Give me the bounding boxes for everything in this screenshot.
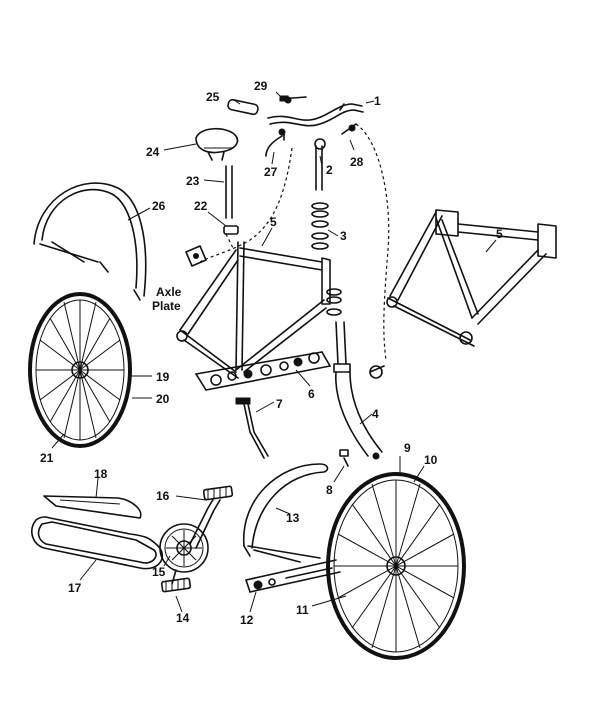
pedal-right [202,485,234,501]
rear-brake-caliper [185,245,207,267]
seat-clamp [223,225,239,235]
label-1: 1 [374,94,381,108]
handlebar-grip [227,98,259,116]
main-frame [176,241,331,379]
axle-plate-label-line1: Axle [156,285,182,299]
label-21: 21 [40,451,54,465]
label-26: 26 [152,199,166,213]
label-5-main: 5 [270,215,277,229]
label-23: 23 [186,174,200,188]
label-20: 20 [156,392,170,406]
front-fork [333,321,383,460]
label-8: 8 [326,483,333,497]
pedal-left [160,569,192,593]
front-brake-caliper [369,365,385,379]
fender-bracket [339,449,349,467]
seat-post [225,165,233,219]
front-fender [243,463,329,563]
label-17: 17 [68,581,82,595]
label-14: 14 [176,611,190,625]
shifter [341,123,390,361]
label-19: 19 [156,370,170,384]
label-16: 16 [156,489,170,503]
label-12: 12 [240,613,254,627]
chain [31,516,164,570]
chain-guard [43,495,142,519]
label-13: 13 [286,511,300,525]
label-22: 22 [194,199,208,213]
label-3: 3 [340,229,347,243]
label-5-ladies: 5 [496,227,503,241]
handlebar-stem [314,138,326,191]
rear-wheel [28,292,132,448]
handlebar [267,103,364,127]
label-11: 11 [296,603,309,617]
saddle [195,127,239,161]
fork-bearings [326,288,342,316]
label-10: 10 [424,453,438,467]
label-24: 24 [146,145,160,159]
ladies-frame [386,209,557,347]
rear-fender [33,182,147,301]
front-axle-set [245,559,341,593]
label-6: 6 [308,387,315,401]
crankset [159,497,221,573]
label-4: 4 [372,407,379,421]
label-25: 25 [206,90,220,104]
axle-plate-label-line2: Plate [152,299,181,313]
front-wheel [326,472,466,660]
label-28: 28 [350,155,364,169]
headset-bearings [311,202,329,250]
label-29: 29 [254,79,268,93]
label-15: 15 [152,565,166,579]
bell [279,95,307,104]
label-9: 9 [404,441,411,455]
label-27: 27 [264,165,278,179]
label-18: 18 [94,467,108,481]
kickstand [235,397,269,459]
label-7: 7 [276,397,283,411]
label-2: 2 [326,163,333,177]
callout-lines [51,91,497,613]
bottom-bracket-set [195,351,331,391]
brake-lever [265,128,286,157]
